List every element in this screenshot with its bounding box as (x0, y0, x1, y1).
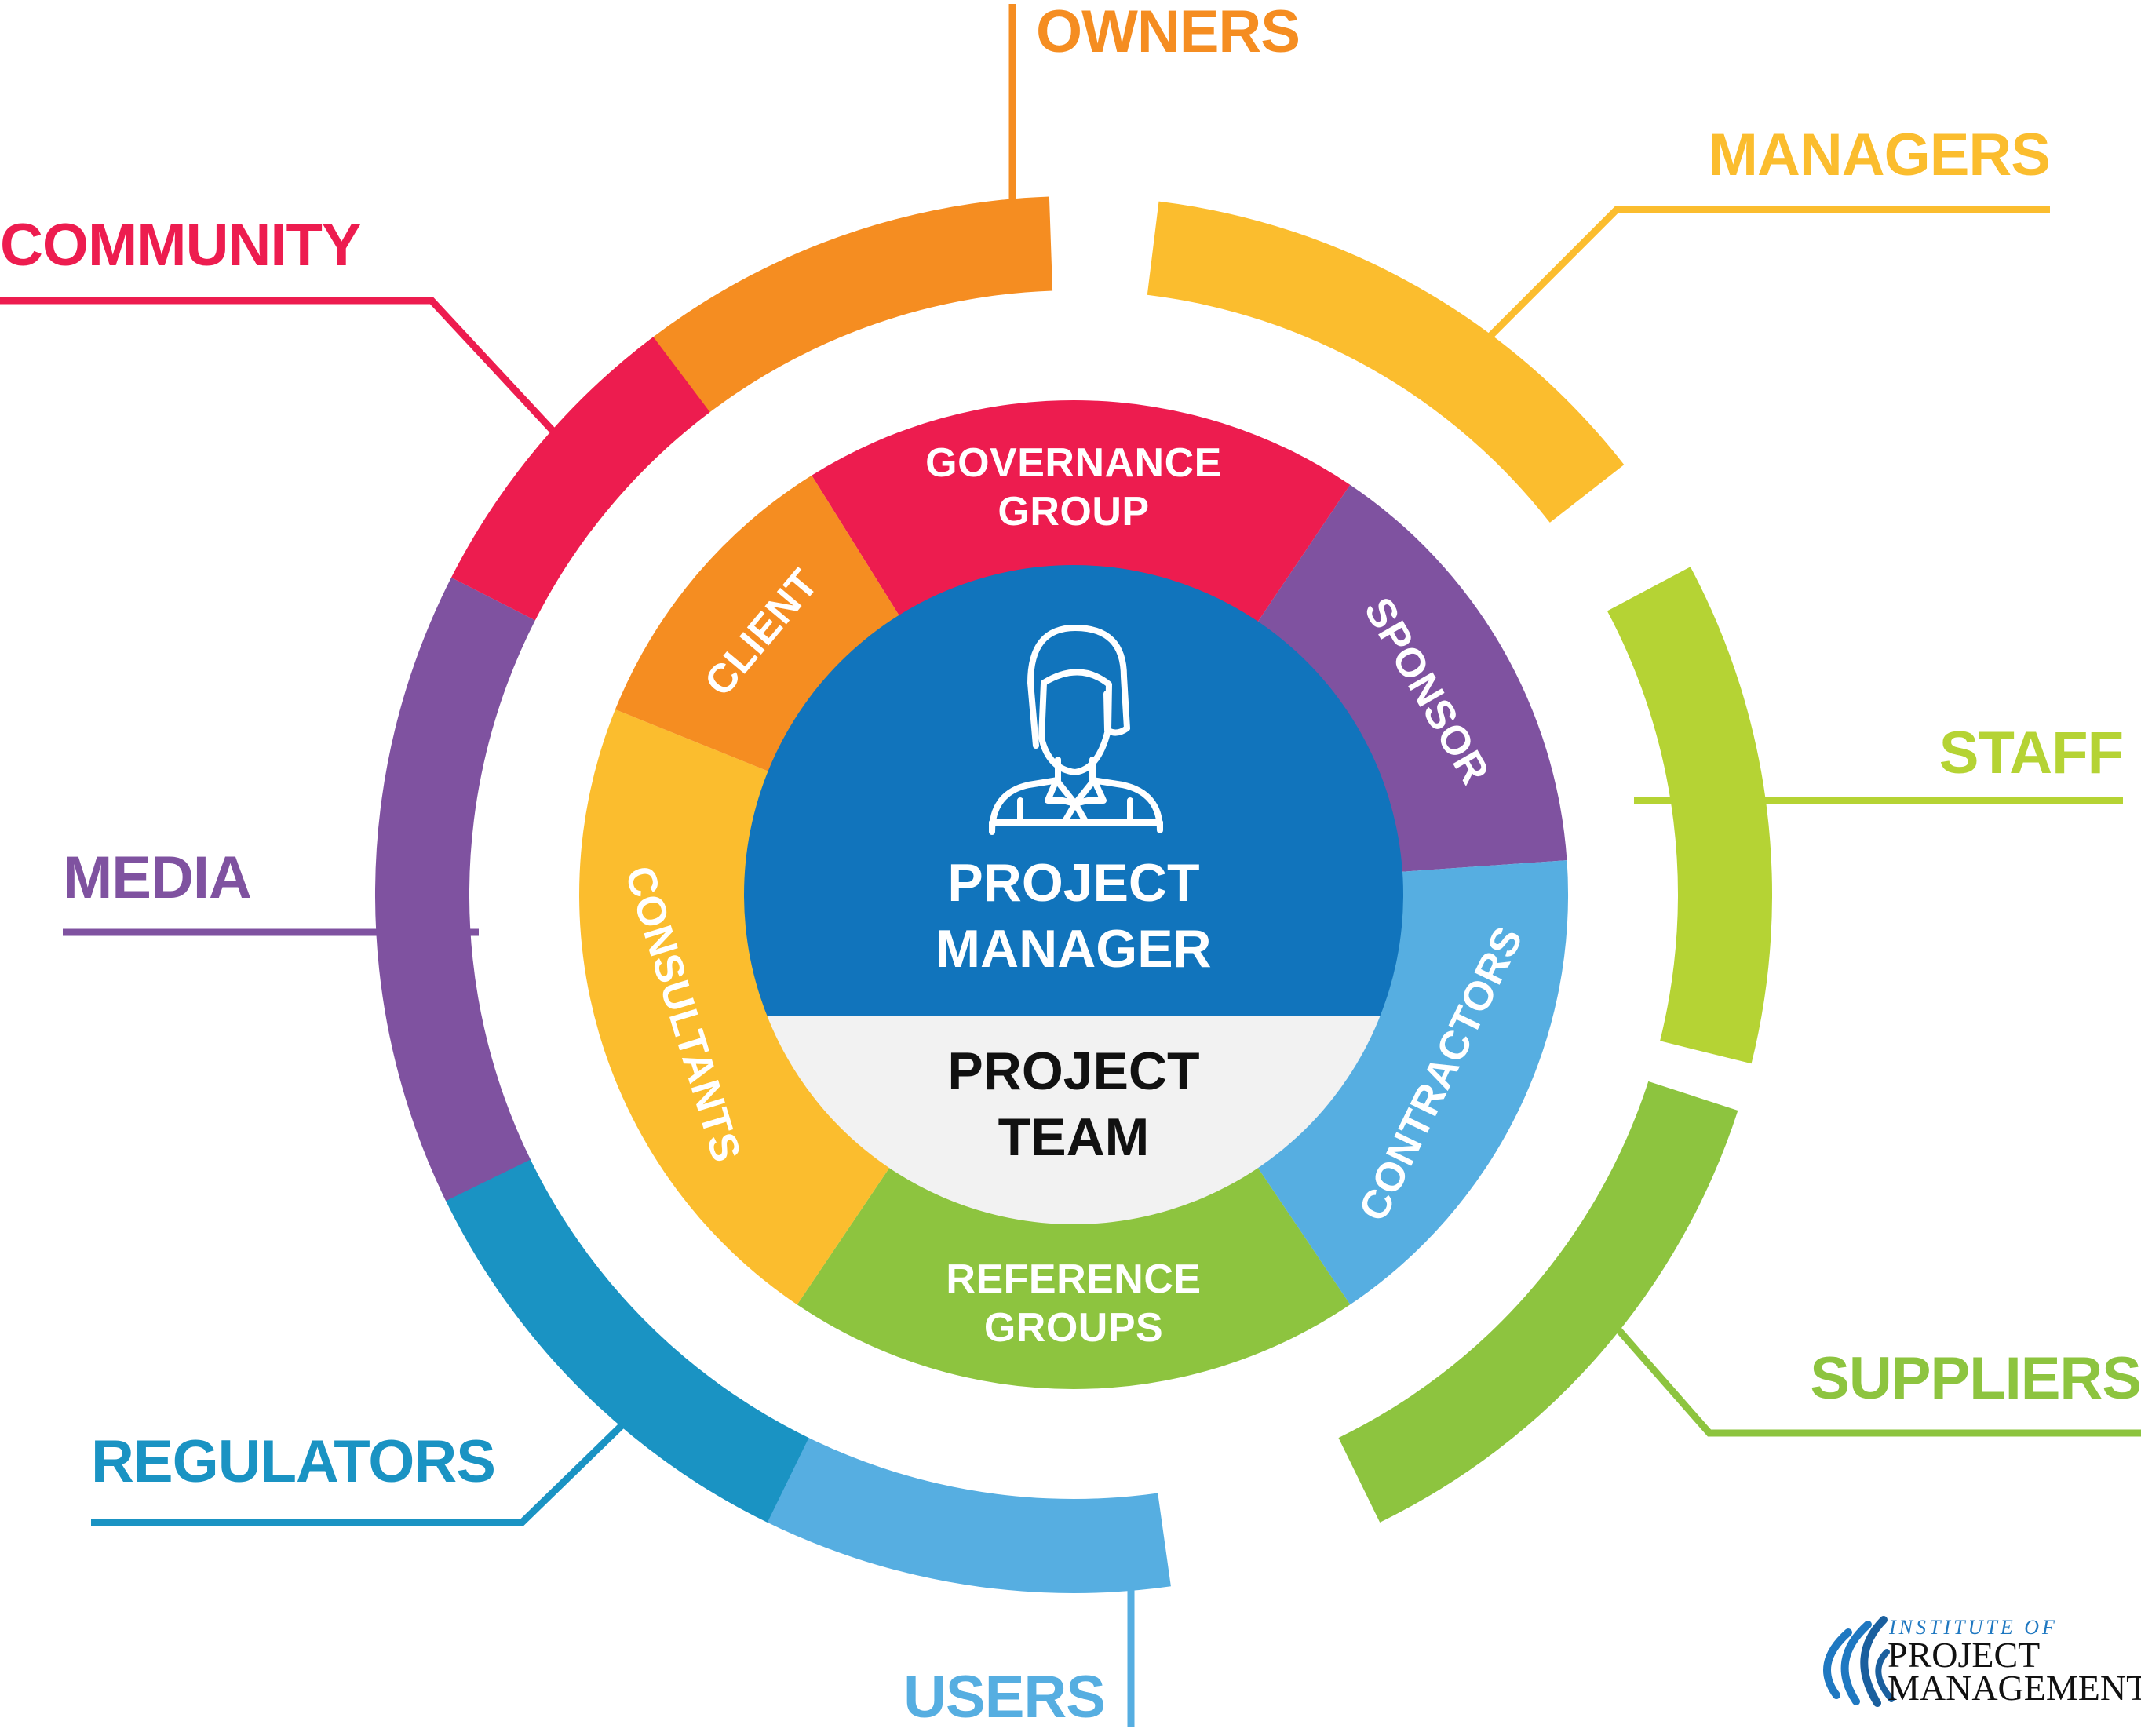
inner-segment-contractors (1253, 860, 1569, 1305)
inner-segment-client (615, 475, 903, 775)
outer-label-managers: MANAGERS (1709, 122, 2050, 188)
inner-segment-reference (797, 1161, 1351, 1390)
outer-label-users: USERS (903, 1664, 1105, 1731)
outer-label-regulators: REGULATORS (91, 1428, 495, 1495)
inner-segment-consultants (579, 709, 894, 1305)
outer-segment-managers (1147, 201, 1625, 523)
logo-line-1: PROJECT (1888, 1635, 2040, 1675)
inner-ring: GOVERNANCEGROUPSPONSORCONTRACTORSREFEREN… (579, 399, 1569, 1390)
inner-segment-governance (812, 399, 1351, 629)
leader-line-regulators (91, 1382, 666, 1526)
inner-label-governance-line-2: GROUP (998, 489, 1149, 534)
outer-label-staff: STAFF (1939, 720, 2123, 786)
leader-line-managers (1474, 206, 2050, 352)
outer-label-suppliers: SUPPLIERS (1810, 1345, 2141, 1412)
outer-segment-staff (1607, 567, 1773, 1064)
project-manager-label-line-2: MANAGER (936, 919, 1211, 979)
inner-label-reference-line-1: REFERENCE (946, 1256, 1201, 1302)
outer-segment-regulators (440, 1150, 809, 1523)
logo-line-2: MANAGEMENT (1888, 1668, 2141, 1708)
logo-swoosh-icon (1823, 1616, 1895, 1707)
inner-label-reference-line-2: GROUPS (984, 1305, 1163, 1351)
institute-logo: INSTITUTE OF PROJECT MANAGEMENT (1823, 1616, 2141, 1708)
outer-label-community: COMMUNITY (0, 212, 361, 279)
outer-segment-community (451, 337, 710, 621)
logo-small-text: INSTITUTE OF (1888, 1616, 2058, 1639)
outer-segment-suppliers (1338, 1081, 1738, 1523)
outer-label-media: MEDIA (63, 844, 251, 911)
outer-segment-media (374, 577, 535, 1202)
project-manager-label-line-1: PROJECT (947, 853, 1199, 913)
person-icon (989, 625, 1163, 835)
inner-label-governance-line-1: GOVERNANCE (925, 440, 1222, 486)
outer-label-owners: OWNERS (1036, 0, 1300, 65)
project-team-label-line-1: PROJECT (947, 1041, 1199, 1101)
leader-line-community (0, 297, 571, 450)
leader-line-suppliers (1574, 1281, 2141, 1437)
project-team-label-line-2: TEAM (998, 1107, 1150, 1167)
inner-segment-sponsor (1253, 484, 1567, 873)
